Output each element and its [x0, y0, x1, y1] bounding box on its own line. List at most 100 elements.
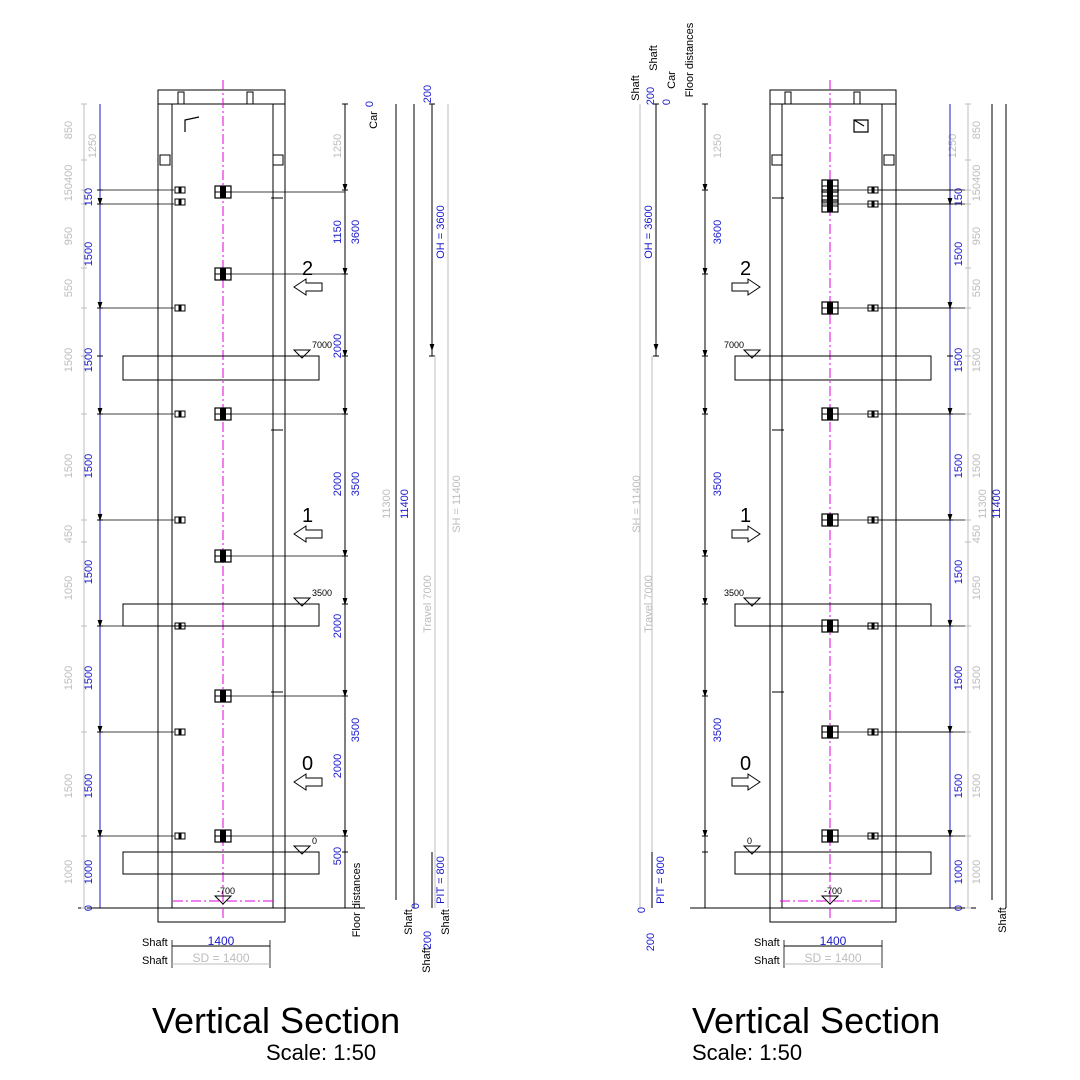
rail-bracket-core [220, 690, 226, 702]
dimension-arrow [947, 725, 953, 734]
dimension-arrow [97, 513, 103, 522]
level-triangle-marker [292, 845, 312, 855]
dimension-arrow [947, 301, 953, 310]
rail-clip-core [178, 833, 182, 839]
gray-dimension-label: 150400 [971, 165, 983, 202]
floor-number-label: 2 [740, 258, 751, 280]
left-drawing-scale: Scale: 1:50 [266, 1040, 377, 1065]
blue-dimension-label: 1150 [332, 220, 344, 244]
gray-dimension-label: 1050 [971, 576, 983, 600]
shaft-outline [157, 89, 286, 923]
blue-dimension-label: 3600 [712, 220, 724, 244]
blue-dimension-label: 1500 [83, 348, 95, 372]
blue-dimension-label: 2000 [332, 334, 344, 358]
blue-dimension-label: 2000 [332, 472, 344, 496]
bottom-clearance-label: 200 [422, 931, 434, 949]
pit-zero-label: 0 [410, 903, 422, 909]
lifting-hook-block [246, 91, 254, 105]
gray-dimension-label: 1500 [971, 348, 983, 372]
shaft-label: Shaft [997, 907, 1009, 933]
gray-dimension-label: 1500 [63, 454, 75, 478]
shaft-label: Shaft [754, 955, 780, 967]
blue-dimension-label: 1000 [83, 860, 95, 884]
left-drawing-title: Vertical Section [152, 1000, 401, 1041]
shaft-label: Shaft [440, 909, 452, 935]
blue-dimension-label: 3600 [350, 220, 362, 244]
shaft-width-label: 1400 [820, 934, 847, 948]
shaft-label: Shaft [630, 75, 642, 101]
floor-number-label: 1 [302, 505, 313, 527]
dimension-arrow [702, 549, 708, 558]
shaft-label: Shaft [421, 947, 433, 973]
dimension-arrow [97, 197, 103, 206]
shaft-door-jamb [159, 154, 171, 166]
floor-distances-label: Floor distances [684, 22, 696, 97]
blue-dimension-label: 1500 [953, 666, 965, 690]
gray-dimension-label: 1250 [87, 134, 99, 158]
blue-dimension-label: 1500 [83, 242, 95, 266]
blue-dimension-label: 1500 [83, 774, 95, 798]
car-zero-label: 0 [364, 101, 376, 107]
rail-bracket-core [827, 190, 833, 202]
landing-door-arrow [731, 773, 761, 791]
blue-dimension-label: 3500 [712, 718, 724, 742]
dimension-arrow [342, 597, 348, 606]
landing-door-arrow [293, 525, 323, 543]
shaft-width-label: 1400 [208, 934, 235, 948]
car-symbol [853, 119, 869, 133]
overhead-dimension-label: OH = 3600 [643, 205, 655, 259]
floor-number-label: 0 [740, 753, 751, 775]
rail-clip-core [178, 729, 182, 735]
lifting-hook-block [784, 91, 792, 105]
gray-dimension-label: 11300 [381, 489, 393, 519]
landing-door-arrow [293, 773, 323, 791]
rail-bracket-core [827, 180, 833, 192]
travel-label: Travel 7000 [643, 575, 655, 633]
floor-number-label: 1 [740, 505, 751, 527]
level-triangle-marker [292, 349, 312, 359]
blue-dimension-label: 3500 [350, 718, 362, 742]
rail-clip-core [178, 411, 182, 417]
dimension-arrow [97, 301, 103, 310]
landing-door-arrow [293, 278, 323, 296]
level-label: -700 [217, 886, 235, 896]
shaft-label: Shaft [648, 45, 660, 71]
level-triangle-marker [742, 597, 762, 607]
blue-dimension-label: 1500 [953, 774, 965, 798]
blue-dimension-label: 1500 [953, 348, 965, 372]
gray-dimension-label: 1500 [63, 774, 75, 798]
pit-zero-label: 0 [636, 907, 648, 913]
gray-dimension-label: 11300 [977, 489, 989, 519]
shaft-door-jamb [771, 154, 783, 166]
floor-slab [734, 851, 932, 875]
floor-distances-label: Floor distances [351, 862, 363, 937]
dimension-arrow [342, 267, 348, 276]
dimension-arrow [342, 349, 348, 358]
gray-dimension-label: 550 [63, 279, 75, 297]
car-label: Car [368, 111, 380, 129]
blue-dimension-label: 3500 [712, 472, 724, 496]
pit-dimension-label: PIT = 800 [435, 856, 447, 904]
blue-dimension-label: 2000 [332, 754, 344, 778]
car-zero-label: 0 [661, 99, 673, 105]
travel-label: Travel 7000 [422, 575, 434, 633]
landing-door-arrow [731, 278, 761, 296]
floor-slab [122, 355, 320, 381]
blue-dimension-label: 0 [953, 905, 965, 911]
dimension-arrow [429, 343, 435, 352]
floor-slab [122, 851, 320, 875]
rail-clip-core [178, 517, 182, 523]
blue-dimension-label: 150 [953, 188, 965, 206]
pit-dimension-label: PIT = 800 [655, 856, 667, 904]
level-triangle-marker [742, 845, 762, 855]
gray-dimension-label: 150400 [63, 165, 75, 202]
gray-dimension-label: 550 [971, 279, 983, 297]
overhead-dimension-label: OH = 3600 [435, 205, 447, 259]
blue-dimension-label: 1500 [953, 454, 965, 478]
car-label: Car [666, 71, 678, 89]
level-label: 7000 [312, 340, 332, 350]
dimension-arrow [342, 549, 348, 558]
dimension-arrow [947, 197, 953, 206]
dimension-arrow [702, 829, 708, 838]
shaft-label: Shaft [142, 955, 168, 967]
